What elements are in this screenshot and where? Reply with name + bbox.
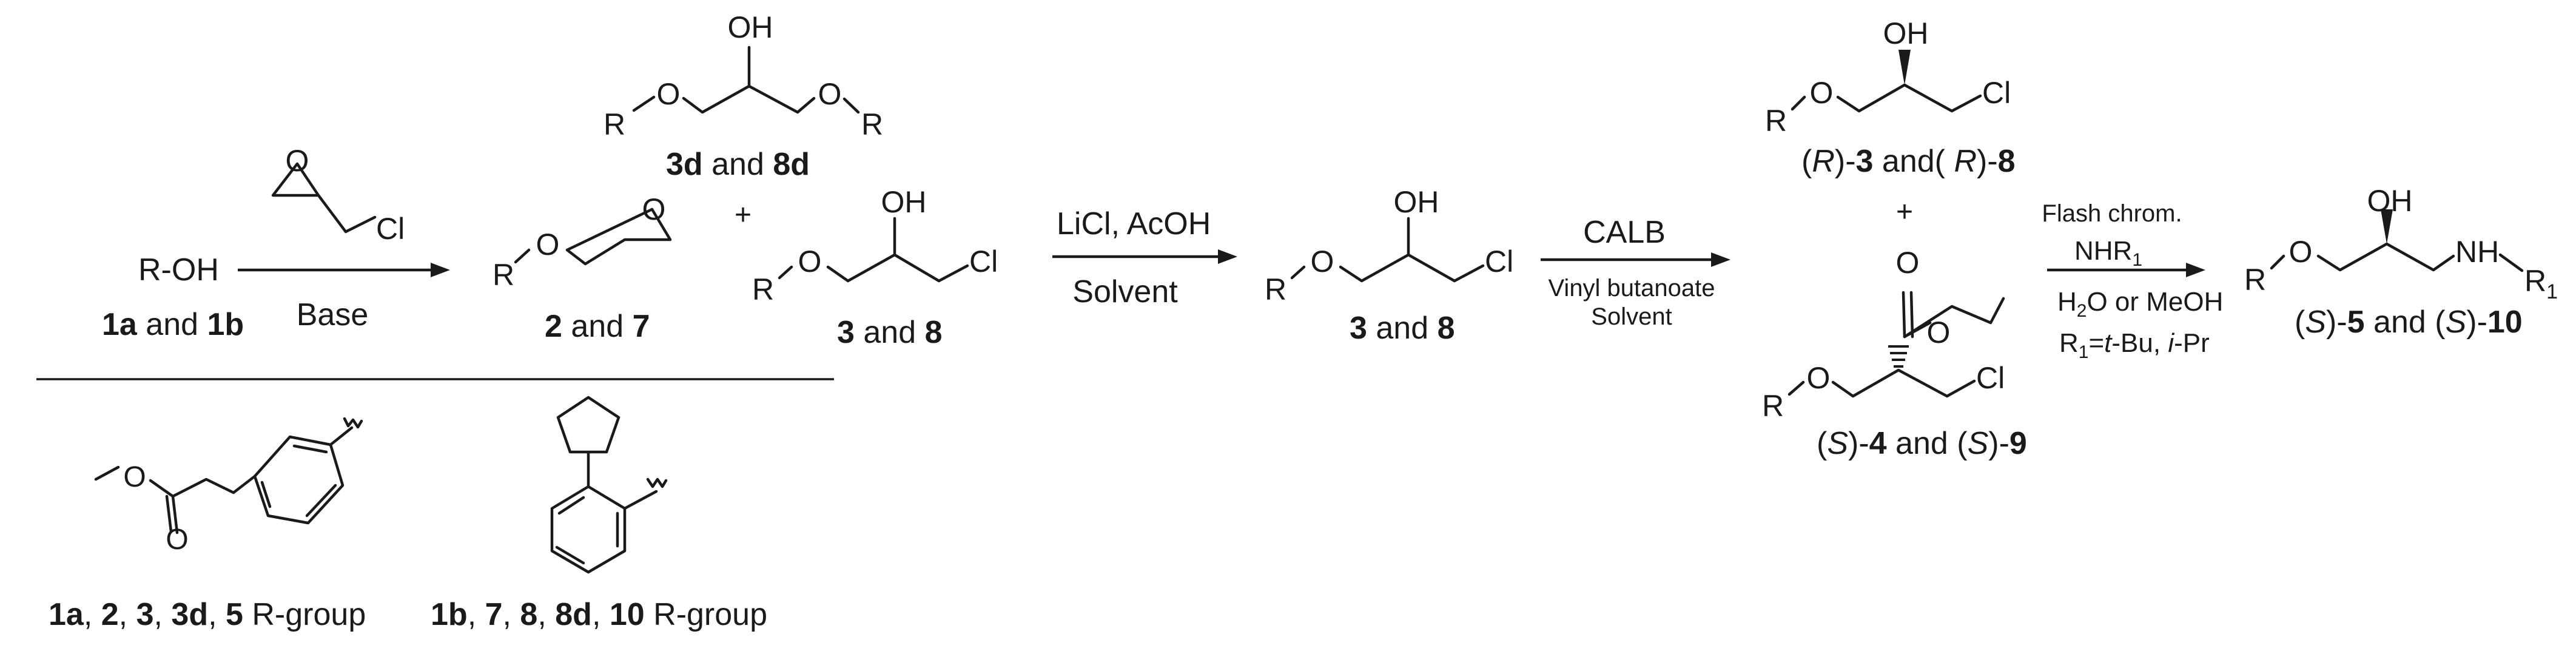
plus-sign-2: + xyxy=(1896,196,1913,228)
step3-condition-above: CALB xyxy=(1583,215,1666,250)
chlorohydrin-a-hydroxyl: OH xyxy=(881,185,927,219)
chlorohydrin-a-label: 3 and 8 xyxy=(837,315,943,350)
chlorohydrin-a-r: R xyxy=(752,272,774,306)
glycidyl-label: 2 and 7 xyxy=(545,309,650,344)
plus-sign-1: + xyxy=(735,199,752,231)
final-r: R xyxy=(2244,263,2266,297)
arrow-step4 xyxy=(2047,263,2205,277)
r-group-a-structure: O O xyxy=(94,417,363,556)
chlorohydrin-b-label: 3 and 8 xyxy=(1350,311,1455,346)
chlorohydrin-b-oxygen: O xyxy=(1311,245,1334,278)
glycidyl-ether-oxygen: O xyxy=(536,228,560,261)
stereo-hash-bond xyxy=(1888,345,1909,368)
r-group-b-structure xyxy=(550,396,668,574)
r-chlorohydrin-oxygen: O xyxy=(1810,76,1834,110)
glycidyl-epoxide-oxygen: O xyxy=(642,192,666,226)
r-chlorohydrin-label: (R)-3 and( R)-8 xyxy=(1801,144,2016,179)
s-ester-label: (S)-4 and (S)-9 xyxy=(1817,426,2027,461)
step4-condition-above: Flash chrom. xyxy=(2042,200,2182,227)
final-oxygen: O xyxy=(2289,235,2313,269)
stereo-wedge-bond xyxy=(2381,209,2393,244)
step4-solvent: H2O or MeOH xyxy=(2057,287,2223,321)
diether-r-right: R xyxy=(861,107,883,141)
final-amine: NH xyxy=(2455,235,2499,269)
final-product-structure: OH R O NH R1 xyxy=(2244,184,2558,303)
step3-condition-below-1: Vinyl butanoate xyxy=(1548,275,1715,302)
r-group-b-caption: 1b, 7, 8, 8d, 10 R-group xyxy=(431,597,767,632)
diether-label: 3d and 8d xyxy=(666,147,810,182)
arrow-step3 xyxy=(1541,252,1730,267)
step4-reagent: NHR1 xyxy=(2074,236,2142,270)
step4-r1-definition: R1=t-Bu, i-Pr xyxy=(2059,328,2210,362)
final-hydroxyl: OH xyxy=(2367,184,2413,218)
r-chlorohydrin-structure: OH R O Cl xyxy=(1765,16,2011,138)
step2-condition-above: LiCl, AcOH xyxy=(1057,206,1211,241)
diether-oxygen-left: O xyxy=(657,77,681,111)
r-group-a-carbonyl-oxygen: O xyxy=(166,524,188,556)
chlorohydrin-b-hydroxyl: OH xyxy=(1394,185,1439,219)
alcohol-formula: R-OH xyxy=(138,252,219,288)
final-label: (S)-5 and (S)-10 xyxy=(2295,305,2523,340)
chlorohydrin-b-chlorine: Cl xyxy=(1485,245,1513,278)
step3-condition-below-2: Solvent xyxy=(1591,303,1672,330)
r-chlorohydrin-hydroxyl: OH xyxy=(1883,16,1929,50)
epichlorohydrin-structure: O Cl xyxy=(271,144,405,246)
epichlorohydrin-oxygen: O xyxy=(286,144,309,178)
epichlorohydrin-chlorine: Cl xyxy=(376,212,405,246)
r-group-a-ester-oxygen: O xyxy=(123,461,146,493)
chlorohydrin-a-chlorine: Cl xyxy=(969,245,998,278)
diether-structure: OH R O O R xyxy=(604,10,883,141)
alcohol-label: 1a and 1b xyxy=(102,307,244,342)
s-ester-carbonyl-oxygen: O xyxy=(1896,246,1920,280)
s-ester-ester-oxygen: O xyxy=(1927,315,1951,349)
chlorohydrin-structure-a: OH R O Cl xyxy=(752,185,998,306)
step2-condition-below: Solvent xyxy=(1072,274,1178,309)
chlorohydrin-a-oxygen: O xyxy=(798,245,822,278)
glycidyl-r: R xyxy=(493,258,514,292)
r-chlorohydrin-chlorine: Cl xyxy=(1982,76,2011,110)
diether-r-left: R xyxy=(604,107,625,141)
arrow-step1 xyxy=(238,263,450,277)
chlorohydrin-structure-b: OH R O Cl xyxy=(1265,185,1513,306)
glycidyl-ether-structure: R O O xyxy=(493,192,672,292)
s-ester-structure: O O R O Cl xyxy=(1762,246,2005,423)
r-chlorohydrin-r: R xyxy=(1765,104,1787,138)
diether-hydroxyl: OH xyxy=(728,10,773,44)
s-ester-chlorine: Cl xyxy=(1976,361,2005,395)
s-ester-oxygen: O xyxy=(1807,361,1831,395)
step1-condition: Base xyxy=(297,297,369,332)
s-ester-r: R xyxy=(1762,389,1784,423)
diether-oxygen-right: O xyxy=(818,77,842,111)
r-group-a-caption: 1a, 2, 3, 3d, 5 R-group xyxy=(49,597,366,632)
stereo-wedge-bond xyxy=(1898,50,1911,85)
chlorohydrin-b-r: R xyxy=(1265,272,1286,306)
final-r1: R1 xyxy=(2524,264,2558,303)
arrow-step2 xyxy=(1052,249,1237,264)
